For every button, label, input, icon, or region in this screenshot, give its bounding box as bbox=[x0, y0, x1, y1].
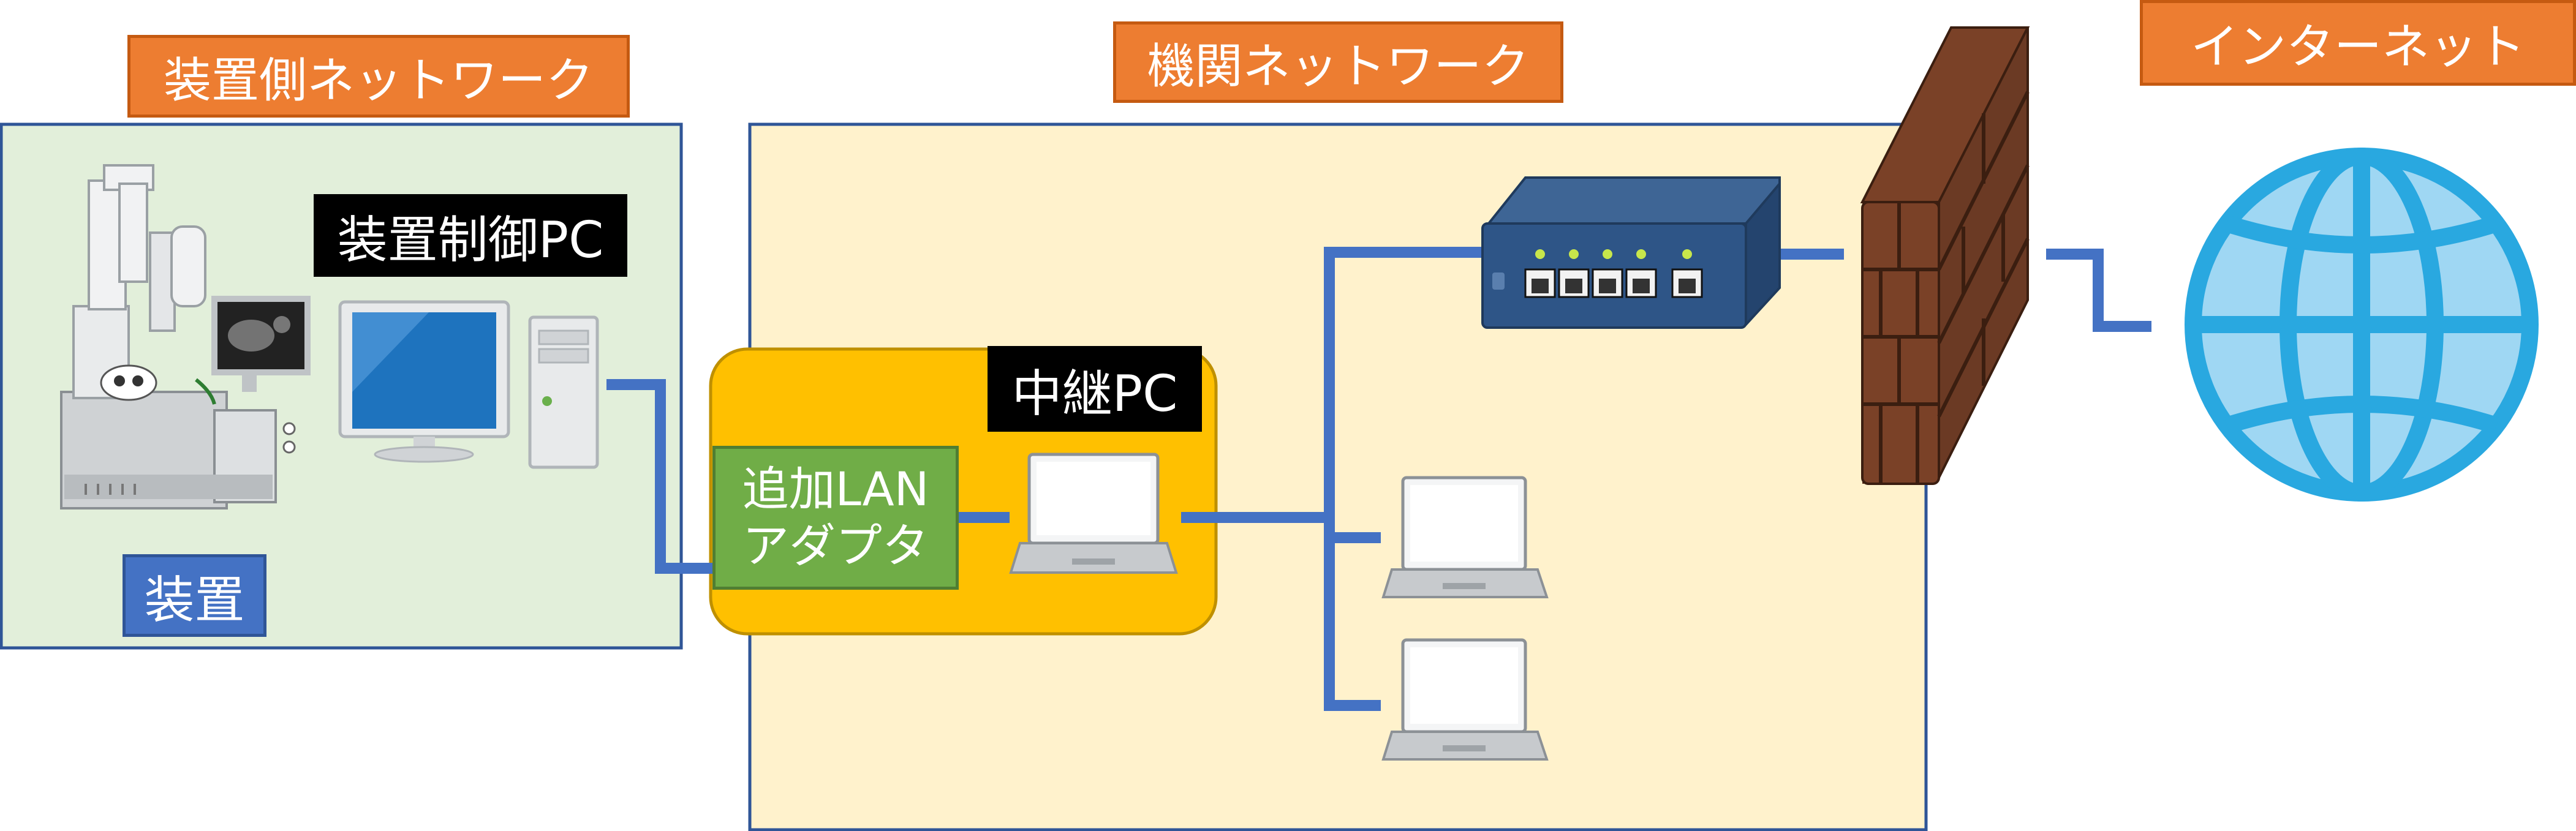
globe-icon bbox=[2185, 148, 2539, 502]
device-network-label: 装置側ネットワーク bbox=[127, 35, 630, 118]
cable-firewall-to-internet bbox=[2046, 249, 2151, 332]
cable-control-pc-to-adapter bbox=[606, 379, 714, 574]
relay-pc-label: 中継PC bbox=[988, 346, 1202, 432]
monitor-icon bbox=[338, 300, 510, 463]
network-switch-icon bbox=[1481, 176, 1781, 329]
firewall-icon bbox=[1860, 26, 2030, 485]
lan-adapter-label: 追加LAN アダプタ bbox=[712, 446, 959, 590]
institution-network-label: 機関ネットワーク bbox=[1113, 21, 1563, 103]
electron-microscope-icon bbox=[60, 164, 311, 510]
control-pc-label: 装置制御PC bbox=[314, 194, 627, 277]
cable-trunk bbox=[1324, 247, 1481, 711]
lan-adapter-label-line2: アダプタ bbox=[742, 518, 929, 573]
laptop-icon-relay bbox=[1009, 453, 1178, 574]
pc-tower-icon bbox=[528, 315, 599, 469]
device-label: 装置 bbox=[123, 554, 266, 637]
lan-adapter-label-line1: 追加LAN bbox=[742, 461, 929, 516]
laptop-icon-3 bbox=[1381, 638, 1549, 761]
laptop-icon-2 bbox=[1381, 476, 1549, 598]
network-cables bbox=[606, 247, 2151, 711]
internet-label: インターネット bbox=[2140, 0, 2576, 86]
